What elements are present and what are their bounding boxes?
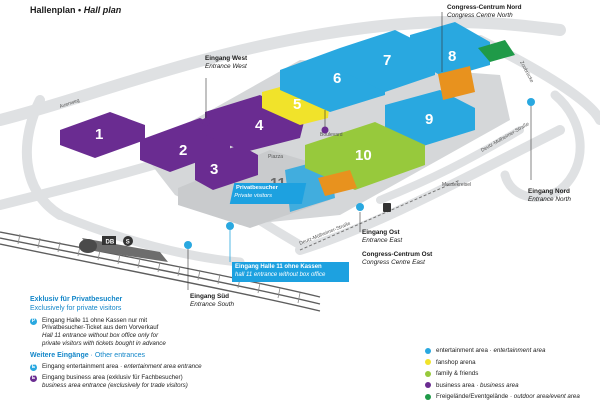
hall-number-4: 4	[255, 117, 264, 134]
hall-number-8: 8	[448, 48, 456, 65]
hall-number-3: 3	[210, 161, 218, 178]
entertainment-entrance-icon-south	[184, 241, 192, 249]
parking-icon	[383, 203, 391, 212]
legend-row-business-entrance: E Eingang business area (exklusiv für Fa…	[30, 374, 188, 389]
hall-11-entrance-callout: Eingang Halle 11 ohne Kassen hall 11 ent…	[232, 262, 349, 282]
entertainment-entrance-icon-north	[527, 98, 535, 106]
hall-1-block[interactable]	[60, 112, 145, 158]
congress-centre-east	[318, 170, 357, 196]
entertainment-entrance-icon-east	[356, 203, 364, 211]
hall-number-1: 1	[95, 126, 103, 143]
hall-number-5: 5	[293, 96, 301, 113]
family-friends-swatch	[425, 370, 431, 377]
private-visitor-entrance-icon: P	[30, 317, 37, 325]
legend-areas: entertainment area · entertainment area …	[425, 345, 580, 403]
hall-number-10: 10	[355, 147, 372, 164]
s-bahn-sign: S	[126, 240, 130, 246]
db-s-sign: DB S	[104, 236, 133, 246]
hall-number-6: 6	[333, 70, 341, 87]
hall-9-block[interactable]	[385, 90, 475, 147]
legend-entrances: Exklusiv für Privatbesucher Exclusively …	[30, 296, 260, 390]
outdoor-area-swatch	[425, 393, 431, 400]
hall-3-block[interactable]	[195, 145, 258, 190]
business-entrance-icon-boulevard	[321, 126, 329, 134]
page-title: Hallenplan • Hall plan	[30, 5, 122, 15]
road-label-messekreisel: Messekreisel	[442, 182, 471, 188]
hall-number-2: 2	[179, 142, 187, 159]
fanshop-arena-swatch	[425, 359, 431, 366]
private-visitor-entrance-icon	[226, 222, 234, 230]
hall-number-9: 9	[425, 111, 433, 128]
legend-item-business: business area · business area	[425, 380, 580, 392]
legend-private-heading-en: Exclusively for private visitors	[30, 304, 122, 312]
legend-item-fanshop: fanshop arena	[425, 357, 580, 369]
legend-item-entertainment: entertainment area · entertainment area	[425, 345, 580, 357]
db-sign: DB	[106, 240, 115, 246]
railway-ties	[17, 233, 301, 304]
private-visitors-tag: Privatbesucher Private visitors	[229, 183, 307, 204]
hall-8-block[interactable]	[410, 22, 490, 78]
legend-other-heading: Weitere Eingänge · Other entrances	[30, 351, 146, 359]
business-entrance-icon: E	[30, 375, 37, 383]
legend-private-heading: Exklusiv für Privatbesucher	[30, 296, 123, 303]
outdoor-area	[478, 40, 515, 62]
hall-numbers: 1 2 3 4 5 6 7 8 9 10 11	[95, 48, 456, 192]
legend-item-outdoor: Freigelände/Eventgelände · outdoor area/…	[425, 391, 580, 403]
business-area-swatch	[425, 382, 431, 389]
legend-row-private-entrance: P Eingang Halle 11 ohne Kassen nur mit P…	[30, 316, 166, 347]
entertainment-area-swatch	[425, 347, 431, 354]
entrance-markers	[184, 12, 535, 290]
legend-row-entertainment-entrance: E Eingang entertainment area · entertain…	[30, 363, 202, 372]
entertainment-entrance-icon: E	[30, 364, 37, 372]
road-label-boulevard: Boulevard	[320, 132, 343, 138]
legend-item-family: family & friends	[425, 368, 580, 380]
business-entrance-icon	[202, 118, 210, 126]
congress-centre-north	[438, 66, 475, 100]
road-network	[0, 15, 600, 267]
hall-10-block[interactable]	[305, 122, 425, 190]
hall-number-7: 7	[383, 52, 391, 69]
road-label-piazza: Piazza	[268, 154, 283, 160]
